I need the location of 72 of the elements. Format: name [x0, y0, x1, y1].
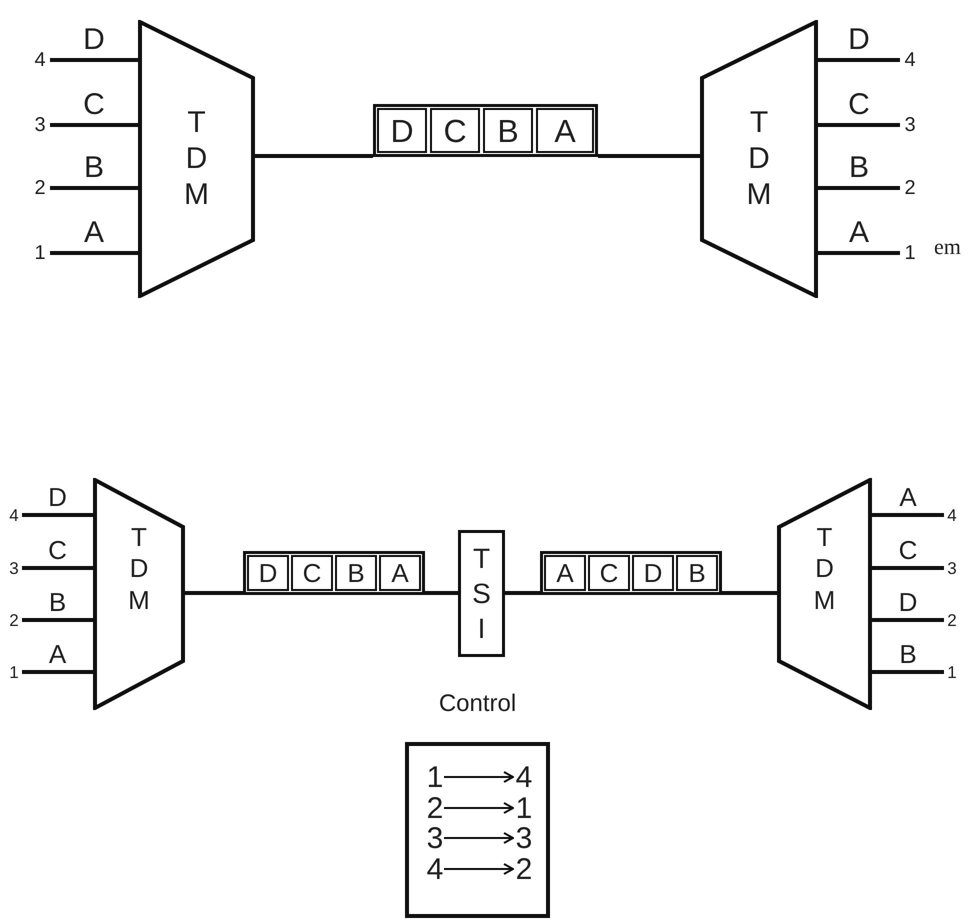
port-number: 1: [426, 763, 444, 793]
signal-line: [255, 154, 373, 158]
signal-line: [425, 591, 458, 595]
port-number: 1: [947, 664, 957, 680]
time-slot: A: [379, 555, 421, 591]
mapping-arrow: [444, 802, 514, 814]
control-heading: Control: [438, 689, 518, 719]
port-number: 2: [426, 794, 444, 824]
signal-line: [22, 513, 93, 517]
time-slot: D: [247, 555, 289, 591]
port-number: 1: [34, 243, 46, 263]
port-number: 3: [9, 560, 19, 576]
time-slot: A: [544, 555, 586, 591]
tdm-label: T D M: [812, 522, 836, 616]
time-slot: C: [430, 108, 480, 153]
port-number: 4: [904, 50, 916, 70]
mapping-arrow: [444, 863, 514, 875]
signal-line: [50, 123, 138, 127]
signal-line: [185, 591, 243, 595]
time-slot: B: [335, 555, 377, 591]
port-number: 4: [516, 763, 532, 793]
signal-line: [818, 123, 900, 127]
signal-line: [598, 154, 700, 158]
tdm-label: T D M: [183, 105, 210, 213]
signal-line: [872, 670, 944, 674]
signal-line: [818, 186, 900, 190]
signal-line: [818, 58, 900, 62]
signal-line: [505, 591, 540, 595]
signal-line: [872, 618, 944, 622]
time-slot: B: [483, 108, 533, 153]
signal-line: [22, 670, 93, 674]
time-slot: A: [536, 108, 594, 153]
port-number: 1: [9, 664, 19, 680]
port-number: 2: [34, 178, 46, 198]
port-number: 3: [426, 824, 444, 854]
signal-line: [722, 591, 777, 595]
port-number: 2: [9, 612, 19, 628]
port-number: 3: [516, 824, 532, 854]
tdm-label: T D M: [746, 105, 772, 213]
port-number: 2: [947, 612, 957, 628]
time-slot: C: [588, 555, 630, 591]
time-slot-frame: [243, 551, 425, 595]
port-number: 4: [947, 506, 957, 524]
tdm-label: T D M: [127, 522, 151, 616]
port-number: 2: [516, 855, 532, 885]
time-slot: C: [291, 555, 333, 591]
time-slot-frame: [373, 104, 598, 157]
port-number: 1: [904, 243, 916, 263]
port-number: 3: [904, 115, 916, 135]
signal-line: [50, 251, 138, 255]
signal-line: [872, 566, 944, 570]
time-slot-frame: [540, 551, 722, 595]
text-fragment: em: [934, 236, 961, 258]
port-number: 3: [34, 115, 46, 135]
tsi-box: T S I: [458, 530, 505, 657]
port-number: 4: [426, 855, 444, 885]
time-slot: B: [676, 555, 718, 591]
signal-line: [50, 58, 138, 62]
port-number: 1: [516, 794, 532, 824]
port-number: 4: [34, 50, 46, 70]
signal-line: [872, 513, 944, 517]
mapping-arrow: [444, 832, 514, 844]
port-number: 3: [947, 560, 957, 576]
signal-line: [22, 566, 93, 570]
signal-line: [50, 186, 138, 190]
time-slot: D: [632, 555, 674, 591]
signal-line: [818, 251, 900, 255]
port-number: 4: [9, 506, 19, 524]
signal-line: [22, 618, 93, 622]
mapping-arrow: [444, 771, 514, 783]
time-slot: D: [377, 108, 427, 153]
port-number: 2: [904, 178, 916, 198]
